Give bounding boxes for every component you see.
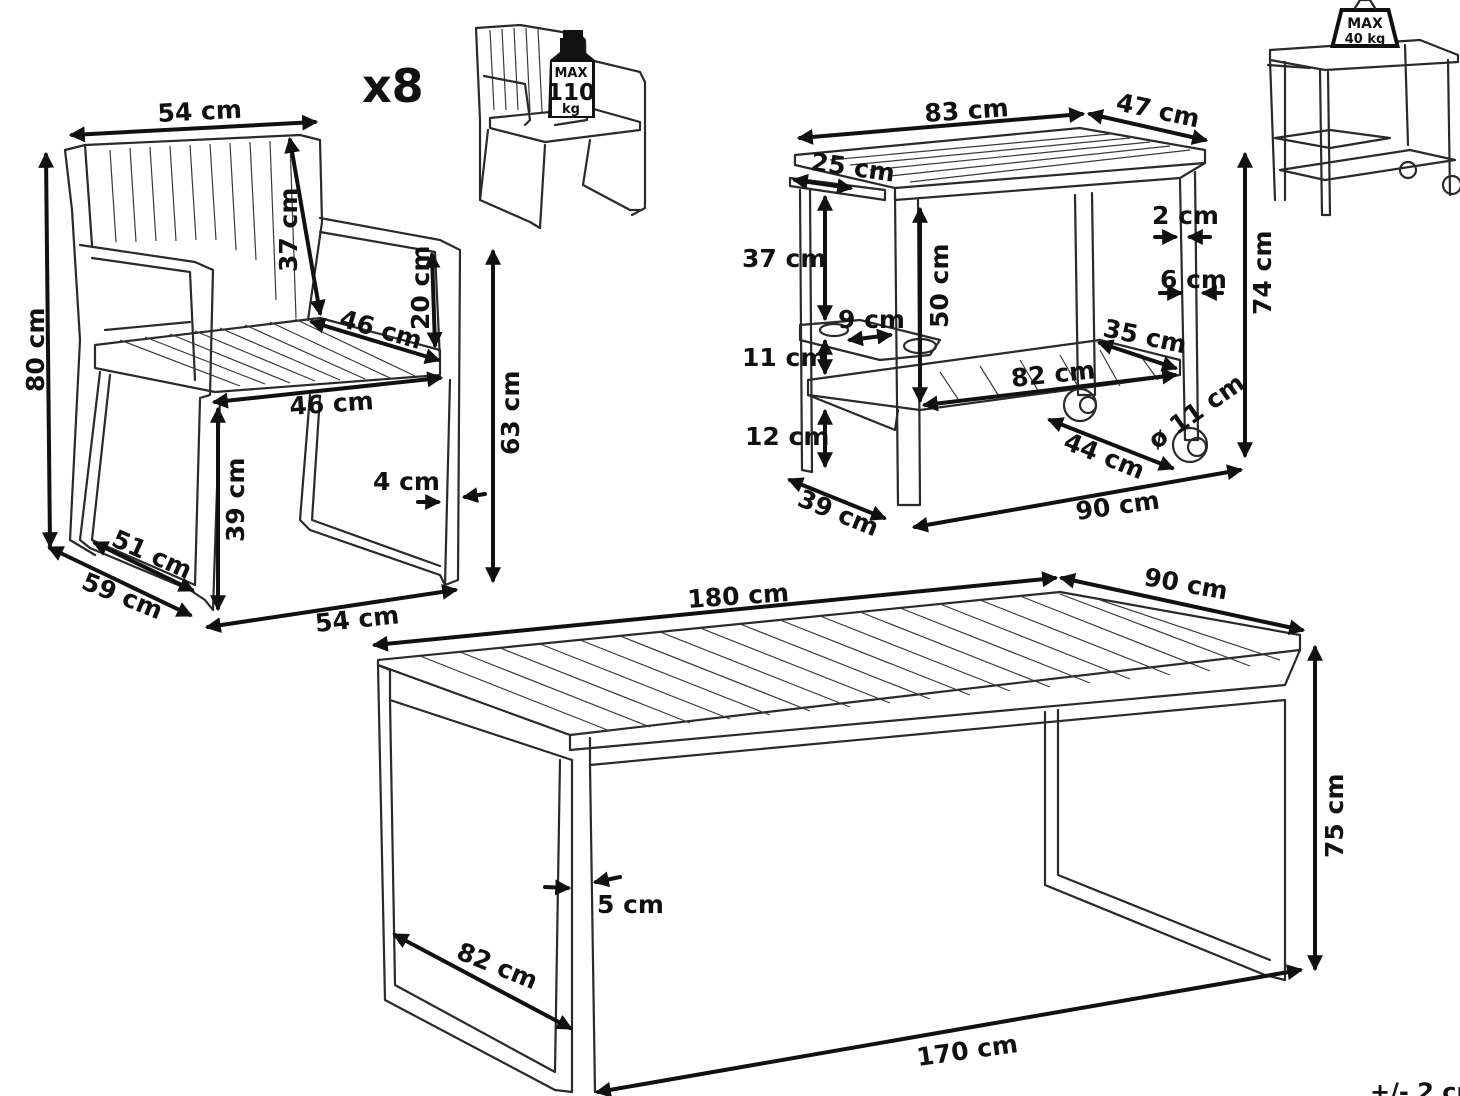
table-leg-label: 5 cm — [597, 890, 664, 919]
trolley-length-label: 83 cm — [923, 93, 1009, 128]
chair-quantity-label: x8 — [362, 59, 424, 113]
trolley-shelf-depth-label: 35 cm — [1101, 314, 1190, 360]
chair-max-value: 110 — [547, 80, 595, 106]
trolley-shelf-width-label: 44 cm — [1060, 427, 1149, 485]
dimension-arrows — [38, 107, 1323, 1096]
chair-width-top-label: 54 cm — [157, 95, 243, 128]
trolley-shelf-gap-label: 11 cm — [742, 343, 826, 372]
trolley-holder-label: 9 cm — [838, 305, 905, 334]
chair-max-unit: kg — [562, 102, 580, 117]
table-length-label: 180 cm — [686, 578, 790, 614]
trolley-thumbnail — [1266, 0, 1460, 217]
trolley-leg-height-label: 50 cm — [925, 244, 954, 328]
trolley-depth-label: 47 cm — [1114, 88, 1203, 134]
chair-arm-total-height-label: 63 cm — [496, 371, 525, 455]
chair-height-total-label: 80 cm — [21, 308, 50, 392]
trolley-leg-width-label: 2 cm — [1152, 201, 1219, 230]
trolley-base-length-label: 90 cm — [1074, 485, 1162, 525]
chair-base-depth-label: 51 cm — [108, 524, 197, 585]
chair-max-label: MAX — [554, 66, 587, 81]
chair-back-height-label: 37 cm — [274, 188, 303, 272]
trolley-leg-depth-label: 6 cm — [1160, 265, 1227, 294]
chair-frame-thickness-label: 4 cm — [373, 467, 440, 496]
trolley-base-depth-label: 39 cm — [794, 484, 883, 542]
trolley-max-value: 40 kg — [1345, 32, 1386, 47]
table-base-depth-label: 82 cm — [453, 937, 542, 995]
chair-seat-width-label: 46 cm — [288, 386, 374, 421]
trolley-upper-gap-label: 37 cm — [742, 244, 826, 273]
table-drawing — [376, 590, 1302, 1094]
chair-seat-height-label: 39 cm — [221, 458, 250, 542]
tolerance-note: +/- 2 cm — [1370, 1078, 1460, 1096]
table-height-label: 75 cm — [1320, 774, 1349, 858]
trolley-bottom-gap-label: 12 cm — [745, 422, 829, 451]
trolley-total-height-label: 74 cm — [1248, 231, 1277, 315]
chair-width-bottom-label: 54 cm — [314, 600, 401, 638]
chair-arm-height-label: 20 cm — [406, 246, 435, 330]
chair-thumbnail — [474, 23, 647, 230]
trolley-max-label: MAX — [1347, 16, 1383, 32]
